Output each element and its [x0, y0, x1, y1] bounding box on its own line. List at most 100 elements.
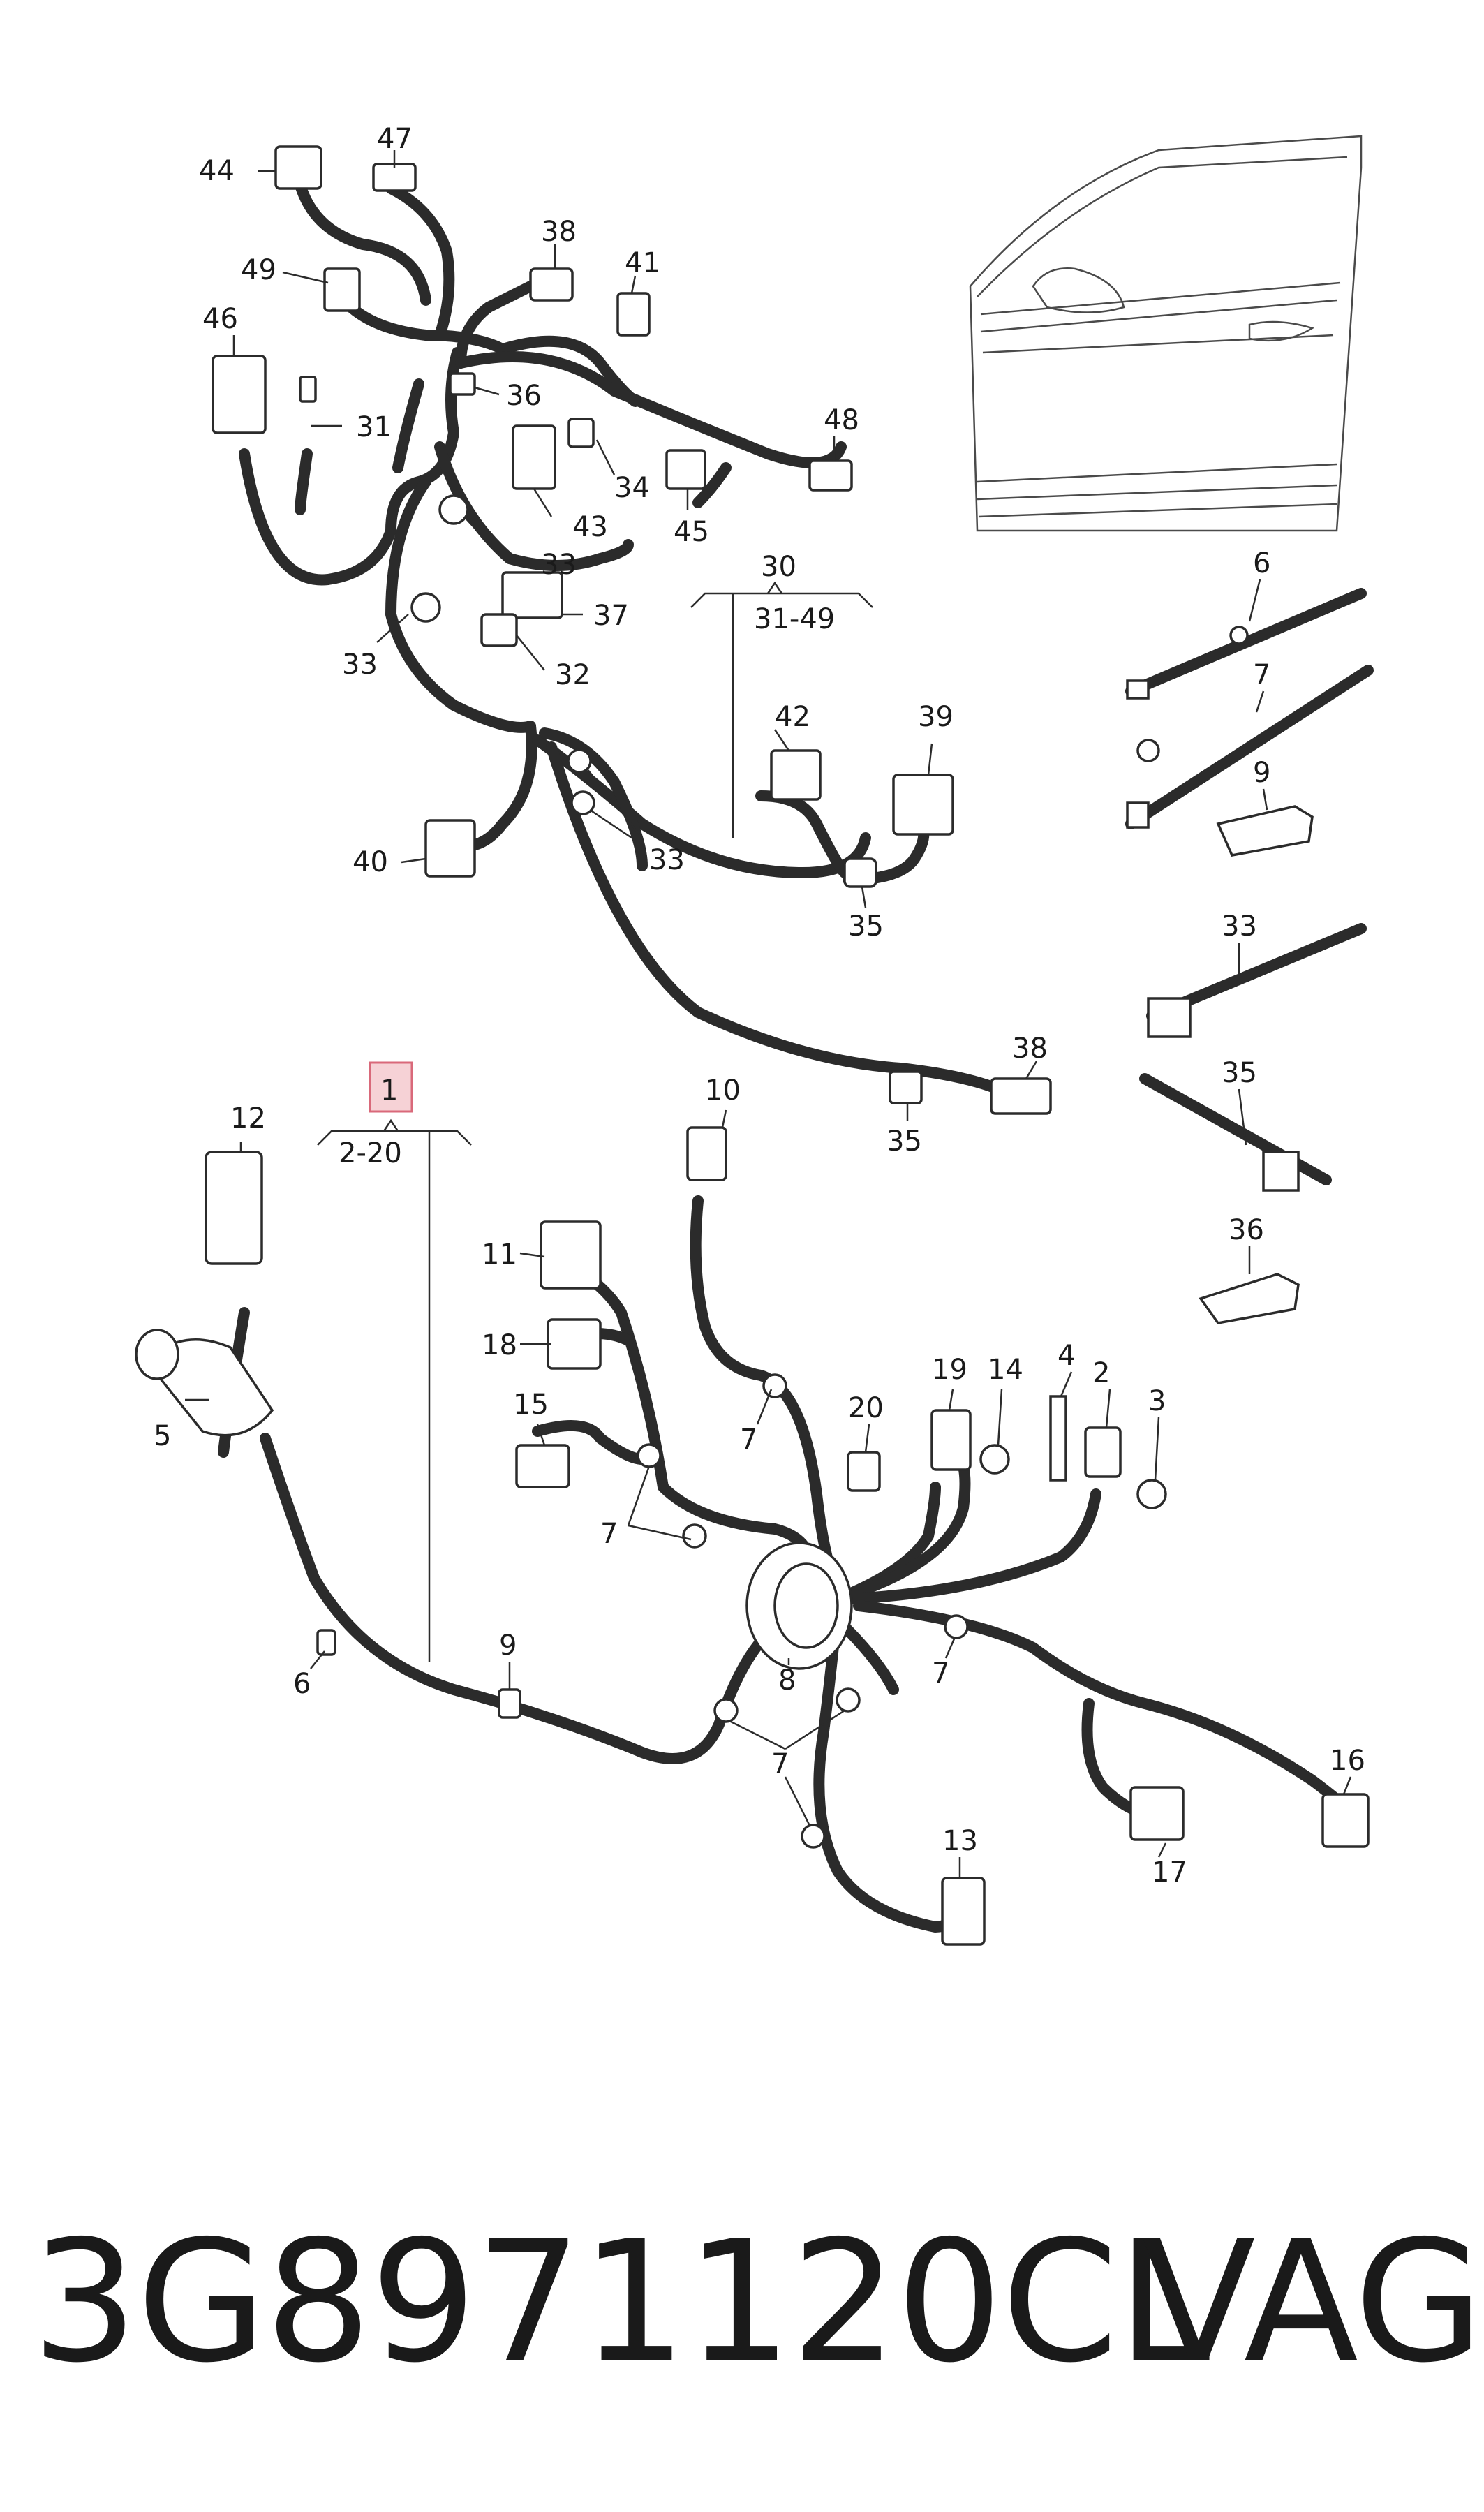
leader-lines	[185, 150, 1352, 1878]
label-31: 31	[356, 411, 392, 443]
label-6: 6	[293, 1668, 311, 1700]
label-42: 42	[775, 701, 810, 733]
label-2: 2	[1092, 1357, 1110, 1389]
connector-15	[515, 1444, 570, 1488]
label-19: 19	[932, 1354, 967, 1386]
connector-46	[212, 355, 267, 434]
connector-43	[512, 424, 556, 490]
label-7b: 7	[600, 1518, 618, 1550]
label-48: 48	[824, 404, 859, 436]
clip-7e	[713, 1698, 739, 1723]
connector-41	[616, 292, 651, 337]
label-35a: 35	[848, 910, 884, 943]
clip-35b	[889, 1070, 923, 1104]
label-8: 8	[778, 1664, 796, 1697]
clip-33a	[438, 494, 469, 525]
label-20: 20	[848, 1392, 884, 1424]
connector-13	[941, 1877, 986, 1946]
connector-40	[424, 819, 476, 878]
cable-tie-7	[1125, 665, 1374, 829]
clip-33c	[567, 748, 592, 774]
cable-tie-6	[1125, 588, 1367, 697]
label-r36: 36	[1229, 1214, 1264, 1246]
cable-tie-6-head	[1126, 679, 1150, 700]
label-7a: 7	[740, 1424, 757, 1456]
loose-parts	[1125, 588, 1374, 1324]
connector-38	[529, 267, 574, 302]
clip-33d	[570, 790, 595, 815]
clip-34	[567, 418, 595, 448]
label-11: 11	[482, 1239, 517, 1271]
label-7d: 7	[771, 1748, 789, 1780]
connector-16	[1321, 1793, 1370, 1848]
terminal-31	[299, 376, 317, 403]
label-16: 16	[1330, 1745, 1365, 1777]
cable-tie-7-head	[1126, 801, 1150, 829]
label-30: 30	[761, 551, 796, 583]
cable-tie-35-head	[1262, 1151, 1300, 1192]
label-37: 37	[593, 600, 629, 632]
label-17: 17	[1152, 1856, 1187, 1889]
label-4: 4	[1058, 1340, 1075, 1372]
cable-tie-6-clip	[1229, 626, 1249, 645]
clip-9	[1216, 805, 1314, 857]
connector-42	[770, 749, 822, 801]
label-12: 12	[230, 1102, 266, 1135]
label-46: 46	[202, 303, 238, 335]
label-15: 15	[513, 1389, 549, 1421]
connector-47	[372, 163, 417, 192]
label-32: 32	[555, 659, 591, 691]
upper-harness	[212, 145, 1052, 1115]
label-2-20: 2-20	[339, 1137, 402, 1169]
connector-45	[665, 449, 706, 490]
connector-44	[274, 145, 322, 190]
clip-7f	[836, 1687, 861, 1713]
clip-7d	[944, 1614, 969, 1639]
connector-12	[205, 1151, 263, 1265]
connector-2	[1084, 1426, 1122, 1478]
connector-48	[808, 459, 853, 492]
label-9: 9	[499, 1630, 517, 1662]
connector-11	[540, 1220, 602, 1290]
label-r7: 7	[1253, 659, 1270, 691]
label-14: 14	[988, 1354, 1023, 1386]
clip-36	[449, 372, 476, 396]
clip-3	[1136, 1479, 1167, 1509]
label-43: 43	[572, 511, 608, 543]
clip-6-on-harness	[316, 1629, 336, 1656]
connector-17	[1129, 1786, 1185, 1841]
cable-tie-33-head	[1147, 997, 1192, 1038]
connector-39	[892, 774, 954, 836]
label-44: 44	[199, 155, 235, 187]
lower-harness	[135, 1126, 1370, 1946]
connector-38b	[990, 1077, 1052, 1115]
clip-14	[979, 1444, 1010, 1475]
label-47: 47	[377, 123, 413, 155]
label-r9: 9	[1253, 757, 1270, 789]
label-34: 34	[614, 472, 650, 504]
label-5: 5	[154, 1420, 171, 1452]
label-r6: 6	[1253, 547, 1270, 579]
clip-33b	[410, 592, 441, 623]
label-7c: 7	[932, 1657, 949, 1690]
clip-7g	[801, 1824, 826, 1849]
brand-caption: VAG	[1141, 2204, 1483, 2400]
label-40: 40	[353, 846, 388, 878]
connector-18	[547, 1318, 602, 1370]
label-41: 41	[625, 247, 660, 279]
label-33a: 33	[541, 549, 577, 581]
clip-36b	[1199, 1273, 1300, 1324]
door-outline	[969, 135, 1363, 532]
label-49: 49	[241, 254, 276, 286]
callout-labels: 44 47 38 41 49 46 36 31 48 34 4 5 43 33 3…	[154, 123, 1365, 1889]
connector-37	[501, 571, 563, 619]
cable-tie-7-clip	[1136, 739, 1160, 762]
connector-10	[686, 1126, 727, 1181]
label-38: 38	[541, 216, 577, 248]
clip-7a	[762, 1373, 787, 1398]
clip-7b	[637, 1443, 662, 1468]
label-35b: 35	[886, 1125, 922, 1158]
connector-20	[847, 1451, 881, 1492]
label-1: 1	[380, 1074, 398, 1107]
